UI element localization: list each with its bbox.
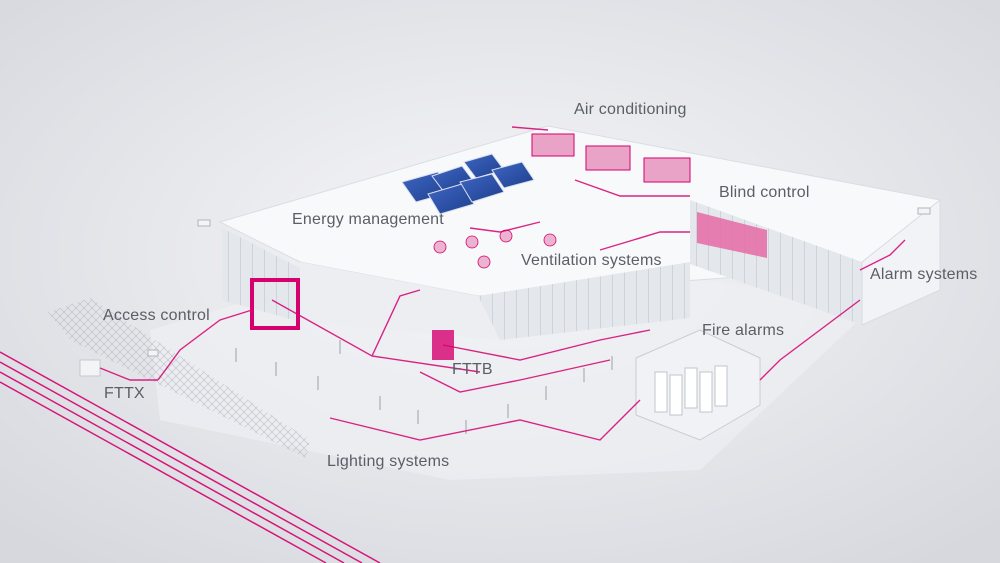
label-fire-alarms: Fire alarms xyxy=(702,322,785,339)
label-fttx: FTTX xyxy=(104,385,145,402)
label-access-control: Access control xyxy=(103,307,210,324)
server-rack-icon xyxy=(654,365,728,416)
facade-end xyxy=(861,198,941,326)
facade-middle xyxy=(478,262,690,340)
fttx-box xyxy=(79,359,101,377)
courtyard-roof xyxy=(300,262,500,340)
blinds-panel xyxy=(697,212,767,258)
lamp-icon xyxy=(235,340,613,434)
solar-panel-icon xyxy=(401,153,535,215)
security-camera-icon xyxy=(147,207,931,357)
label-fttb: FTTB xyxy=(452,361,493,378)
perimeter-fence xyxy=(48,298,310,458)
label-ventilation-systems: Ventilation systems xyxy=(521,252,662,269)
air-conditioning-unit-icon xyxy=(531,133,691,183)
network-connections xyxy=(99,126,906,441)
ventilation-fan-icon xyxy=(433,229,557,269)
label-lighting-systems: Lighting systems xyxy=(327,453,450,470)
facade-left xyxy=(222,228,300,322)
label-alarm-systems: Alarm systems xyxy=(870,266,978,283)
access-gate xyxy=(250,278,300,330)
label-energy-management: Energy management xyxy=(292,211,444,228)
label-blind-control: Blind control xyxy=(719,184,810,201)
fiber-cables xyxy=(0,351,381,563)
label-air-conditioning: Air conditioning xyxy=(574,101,687,118)
